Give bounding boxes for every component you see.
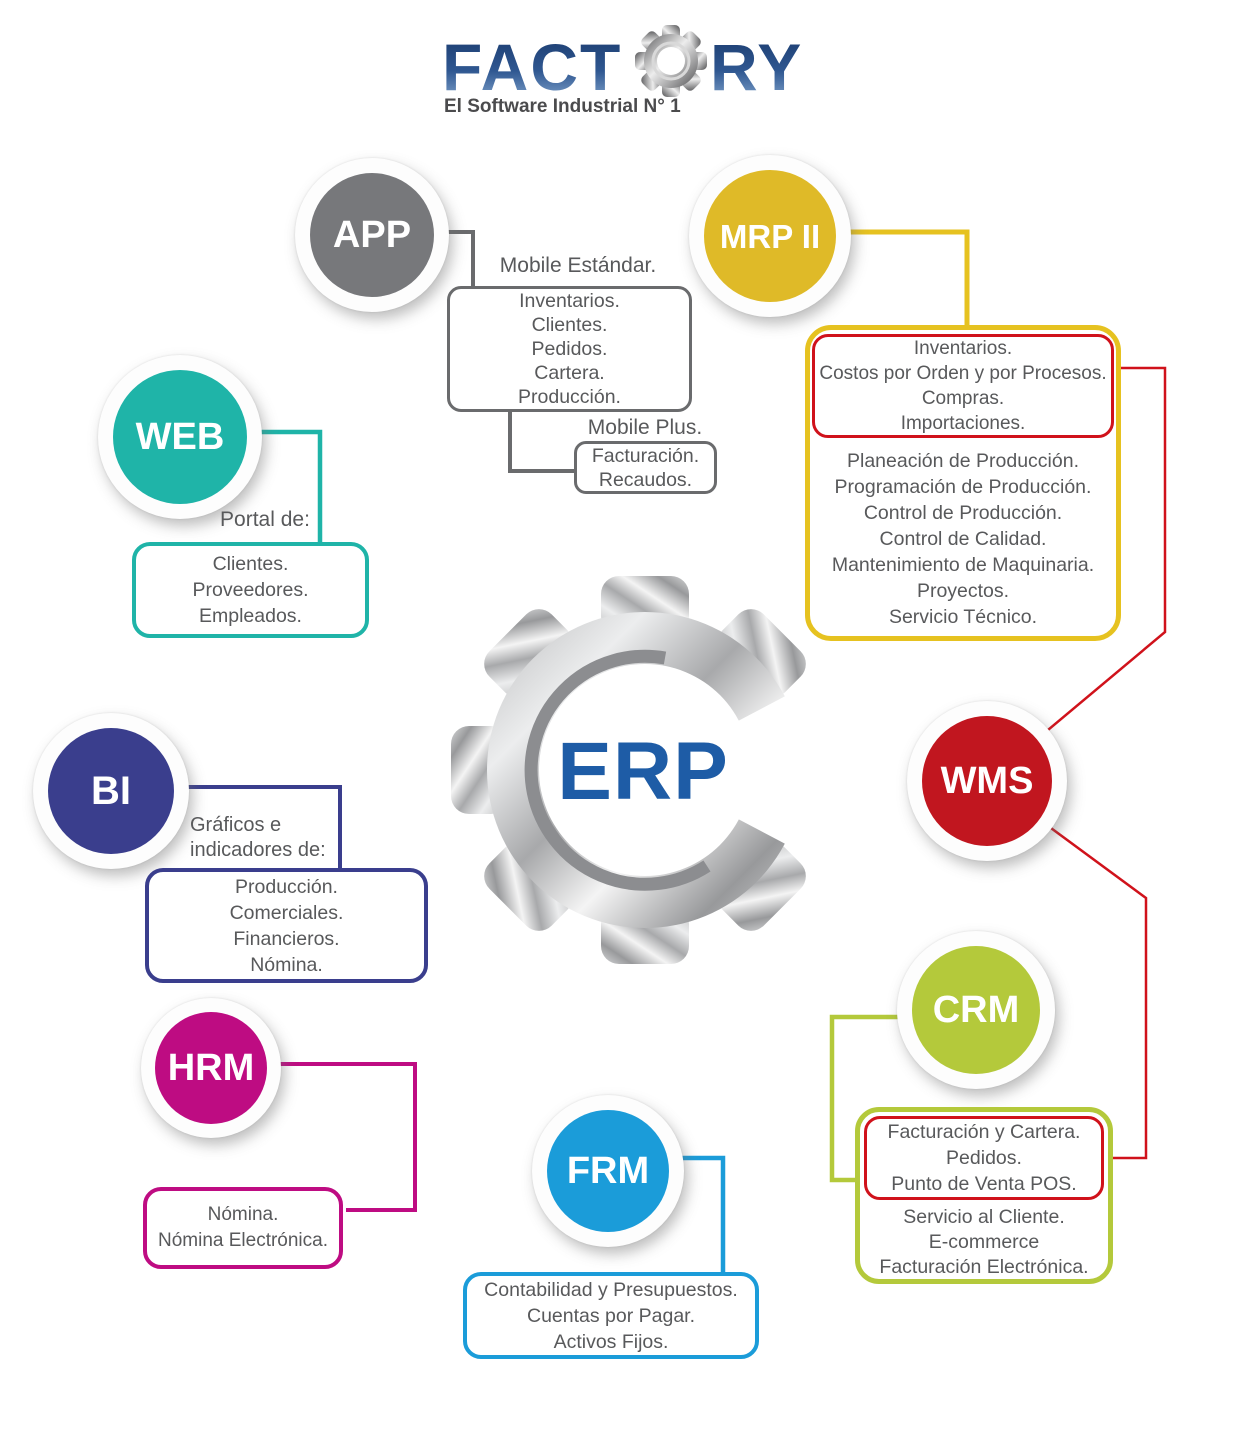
list-item: Facturación y Cartera.: [887, 1121, 1081, 1143]
list-item: Facturación.: [591, 444, 700, 467]
node-crm: CRM: [897, 931, 1055, 1089]
app-mobile-plus-box: Facturación. Recaudos.: [574, 441, 717, 494]
wordmark-suffix: RY: [710, 30, 803, 104]
app-plus-connector-line: [508, 408, 578, 473]
list-item: Control de Calidad.: [879, 528, 1047, 550]
list-item: Producción.: [518, 386, 621, 408]
wms-crm-red-line: [986, 779, 1148, 1160]
web-portal-label: Portal de:: [220, 508, 310, 531]
list-item: Planeación de Producción.: [847, 450, 1079, 472]
node-frm: FRM: [532, 1095, 684, 1247]
app-mobile-standard-box: Inventarios. Clientes. Pedidos. Cartera.…: [447, 286, 692, 412]
node-wms-label: WMS: [940, 760, 1034, 802]
node-app-label: APP: [332, 214, 412, 256]
list-item: Inventarios.: [913, 338, 1013, 359]
list-item: Servicio al Cliente.: [903, 1206, 1065, 1228]
list-item: Importaciones.: [900, 413, 1026, 434]
node-web: WEB: [98, 355, 262, 519]
bi-indicators-label: Gráficos e indicadores de:: [190, 813, 370, 863]
hrm-connector-line: [211, 1062, 417, 1212]
bi-label-line1: Gráficos e: [190, 814, 282, 836]
mrpii-item-list: Planeación de Producción. Programación d…: [810, 448, 1116, 630]
list-item: Comerciales.: [229, 901, 344, 924]
list-item: Inventarios.: [519, 290, 620, 312]
list-item: Nómina Electrónica.: [157, 1230, 329, 1251]
node-hrm: HRM: [141, 998, 281, 1138]
list-item: Financieros.: [233, 927, 340, 950]
list-item: Control de Producción.: [863, 502, 1063, 524]
list-item: Cartera.: [534, 362, 605, 384]
list-item: E-commerce: [928, 1231, 1040, 1253]
wms-mrpii-red-line: [986, 366, 1167, 782]
list-item: Mantenimiento de Maquinaria.: [831, 554, 1095, 576]
node-bi-label: BI: [91, 769, 131, 813]
list-item: Activos Fijos.: [553, 1330, 669, 1353]
mobile-standard-label: Mobile Estándar.: [499, 254, 657, 277]
list-item: Proveedores.: [192, 579, 309, 601]
node-frm-label: FRM: [566, 1150, 650, 1192]
list-item: Empleados.: [199, 605, 302, 627]
node-wms: WMS: [907, 701, 1067, 861]
node-mrpii-label: MRP II: [719, 217, 821, 255]
list-item: Servicio Técnico.: [888, 606, 1038, 628]
list-item: Programación de Producción.: [834, 476, 1092, 498]
list-item: Pedidos.: [946, 1147, 1022, 1169]
frm-box: Contabilidad y Presupuestos. Cuentas por…: [463, 1272, 759, 1359]
wordmark-prefix: FACT: [442, 30, 622, 104]
bi-box: Producción. Comerciales. Financieros. Nó…: [145, 868, 428, 983]
list-item: Punto de Venta POS.: [891, 1173, 1077, 1195]
list-item: Proyectos.: [916, 580, 1010, 602]
list-item: Nómina.: [250, 953, 323, 976]
logo-tagline: El Software Industrial N° 1: [444, 96, 681, 117]
node-hrm-label: HRM: [167, 1047, 255, 1089]
node-app: APP: [295, 158, 449, 312]
node-crm-label: CRM: [932, 989, 1020, 1031]
mobile-plus-label: Mobile Plus.: [587, 416, 703, 439]
web-box: Clientes. Proveedores. Empleados.: [132, 542, 369, 638]
mrpii-wms-highlight-box: Inventarios. Costos por Orden y por Proc…: [812, 334, 1114, 438]
list-item: Contabilidad y Presupuestos.: [484, 1278, 738, 1301]
list-item: Producción.: [235, 875, 338, 898]
list-item: Recaudos.: [598, 468, 693, 491]
erp-label: ERP: [557, 726, 729, 817]
list-item: Pedidos.: [531, 338, 608, 360]
list-item: Cuentas por Pagar.: [526, 1304, 696, 1327]
list-item: Clientes.: [531, 314, 608, 336]
list-item: Nómina.: [207, 1204, 279, 1225]
swoosh-arc: [524, 649, 711, 891]
hrm-box: Nómina. Nómina Electrónica.: [143, 1187, 343, 1269]
bi-label-line2: indicadores de:: [190, 839, 326, 861]
list-item: Costos por Orden y por Procesos.: [819, 363, 1107, 384]
node-bi: BI: [33, 713, 189, 869]
crm-wms-highlight-box: Facturación y Cartera. Pedidos. Punto de…: [864, 1116, 1104, 1200]
mrpii-box: Inventarios. Costos por Orden y por Proc…: [805, 325, 1121, 641]
list-item: Facturación Electrónica.: [879, 1256, 1089, 1278]
erp-gear-icon: ERP: [451, 576, 850, 964]
node-web-label: WEB: [135, 416, 225, 458]
node-mrpii: MRP II: [689, 155, 851, 317]
list-item: Clientes.: [212, 553, 289, 575]
list-item: Compras.: [921, 388, 1005, 409]
crm-item-list: Servicio al Cliente. E-commerce Facturac…: [860, 1205, 1108, 1280]
gear-o-icon: [635, 25, 707, 97]
crm-box: Facturación y Cartera. Pedidos. Punto de…: [855, 1107, 1113, 1284]
factory-logo: FACT RY El Software Industrial N° 1: [442, 25, 803, 117]
